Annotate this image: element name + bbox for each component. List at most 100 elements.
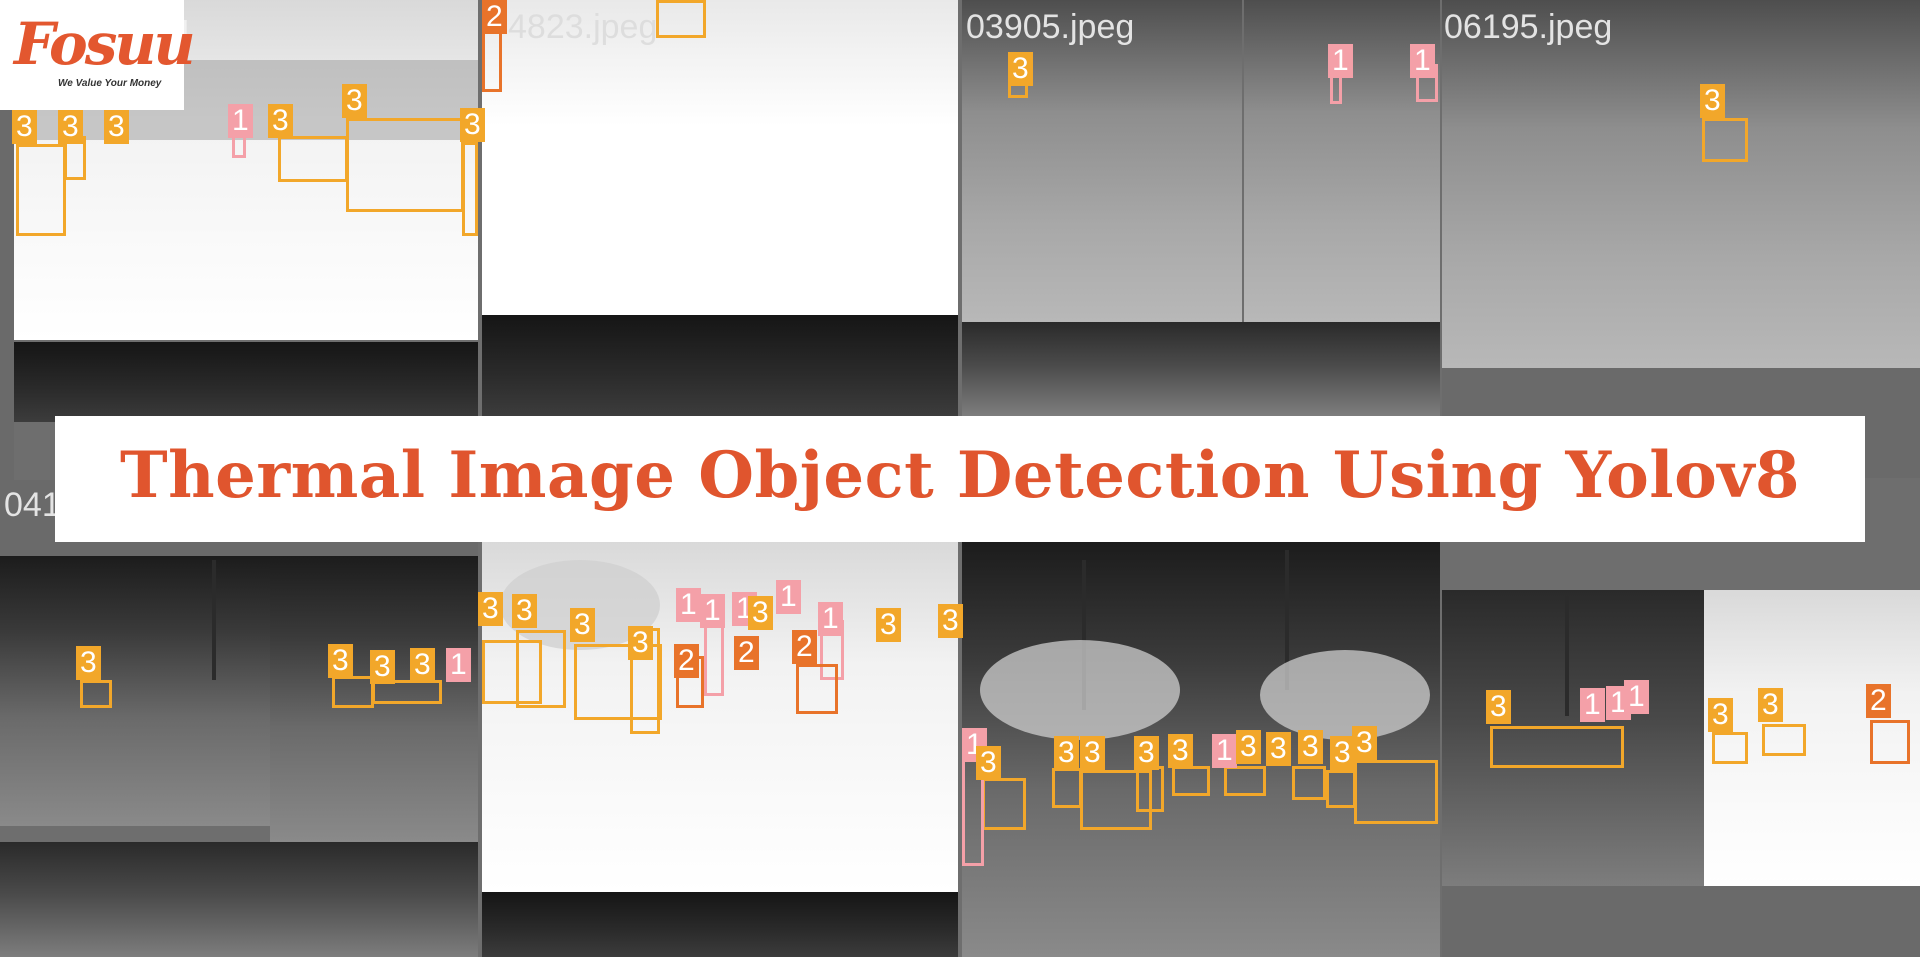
car-label: 3	[976, 746, 1001, 780]
thermal-tile-5b	[0, 842, 478, 957]
car-label: 3	[748, 596, 773, 630]
car-detection-box	[656, 0, 706, 38]
thermal-tile-4	[1442, 0, 1920, 368]
tree	[980, 640, 1180, 740]
bicycle-label: 2	[482, 0, 507, 34]
car-label: 3	[58, 110, 83, 144]
bicycle-label: 2	[1866, 684, 1891, 718]
car-detection-box	[482, 640, 542, 704]
car-detection-box	[1136, 766, 1164, 812]
car-label: 3	[1758, 688, 1783, 722]
car-detection-box	[1712, 732, 1748, 764]
thermal-tile-2	[482, 0, 958, 315]
car-label: 3	[512, 594, 537, 628]
bicycle-detection-box	[1870, 720, 1910, 764]
filename-label: 4823.jpeg	[508, 8, 658, 46]
title-banner: Thermal Image Object Detection Using Yol…	[55, 416, 1865, 542]
car-detection-box	[1080, 770, 1152, 830]
car-label: 3	[76, 646, 101, 680]
car-detection-box	[1172, 766, 1210, 796]
thermal-tile-3b	[962, 322, 1440, 416]
car-label: 3	[1134, 736, 1159, 770]
car-label: 3	[370, 650, 395, 684]
car-label: 3	[460, 108, 485, 142]
car-detection-box	[1490, 726, 1624, 768]
person-label: 1	[1212, 734, 1237, 768]
logo-tagline: We Value Your Money	[58, 78, 162, 89]
car-label: 3	[410, 648, 435, 682]
car-label: 3	[1486, 690, 1511, 724]
street-pole	[1082, 560, 1086, 710]
car-label: 3	[1352, 726, 1377, 760]
car-label: 3	[1236, 730, 1261, 764]
person-label: 1	[1410, 44, 1435, 78]
thermal-tile-5	[0, 556, 270, 826]
car-detection-box	[516, 630, 566, 708]
thermal-tile-2b	[482, 315, 958, 416]
thermal-tile-6b	[482, 892, 958, 957]
car-label: 3	[876, 608, 901, 642]
car-label: 3	[1708, 698, 1733, 732]
person-label: 1	[700, 594, 725, 628]
thermal-tile-1b	[14, 342, 478, 422]
car-label: 3	[328, 644, 353, 678]
car-detection-box	[1292, 766, 1326, 800]
car-label: 3	[1054, 736, 1079, 770]
thermal-tile-3	[962, 0, 1242, 322]
thermal-tile-strip	[0, 110, 14, 480]
car-label: 3	[1168, 734, 1193, 768]
car-label: 3	[268, 104, 293, 138]
car-label: 3	[12, 110, 37, 144]
person-label: 1	[776, 580, 801, 614]
car-detection-box	[1224, 766, 1266, 796]
car-detection-box	[1354, 760, 1438, 824]
street-pole	[212, 560, 216, 680]
car-detection-box	[346, 118, 464, 212]
person-label: 1	[446, 648, 471, 682]
car-label: 3	[478, 592, 503, 626]
car-label: 3	[1266, 732, 1291, 766]
filename-label: 03905.jpeg	[966, 8, 1135, 46]
car-label: 3	[1080, 736, 1105, 770]
car-detection-box	[1326, 770, 1356, 808]
person-label: 1	[1580, 688, 1605, 722]
thermal-tile-8	[1442, 590, 1704, 886]
car-detection-box	[1702, 118, 1748, 162]
car-detection-box	[1052, 768, 1082, 808]
person-label: 1	[818, 602, 843, 636]
car-detection-box	[16, 144, 66, 236]
person-label: 1	[1328, 44, 1353, 78]
car-detection-box	[574, 644, 662, 720]
car-detection-box	[372, 680, 442, 704]
car-label: 3	[570, 608, 595, 642]
car-detection-box	[332, 676, 374, 708]
street-pole	[1285, 550, 1289, 690]
street-pole	[1565, 596, 1569, 716]
car-label: 3	[1330, 736, 1355, 770]
person-label: 1	[228, 104, 253, 138]
person-label: 1	[1624, 680, 1649, 714]
car-label: 3	[1298, 730, 1323, 764]
car-label: 3	[342, 84, 367, 118]
car-detection-box	[80, 680, 112, 708]
thermal-tile-8b	[1442, 886, 1920, 957]
car-detection-box	[982, 778, 1026, 830]
bicycle-label: 2	[792, 630, 817, 664]
thermal-tile-8r	[1704, 590, 1920, 886]
car-label: 3	[938, 604, 963, 638]
car-label: 3	[104, 110, 129, 144]
car-detection-box	[1762, 724, 1806, 756]
filename-label: 041	[4, 486, 61, 524]
filename-label: 06195.jpeg	[1444, 8, 1613, 46]
person-detection-box	[704, 620, 724, 696]
brand-logo[interactable]: Fosuu We Value Your Money	[0, 0, 196, 110]
car-detection-box	[462, 142, 478, 236]
bicycle-detection-box	[796, 664, 838, 714]
bicycle-label: 2	[734, 636, 759, 670]
car-detection-box	[278, 136, 348, 182]
logo-mark: Fosuu	[14, 10, 196, 78]
car-label: 3	[628, 626, 653, 660]
tree	[1260, 650, 1430, 740]
person-label: 1	[676, 588, 701, 622]
page-title: Thermal Image Object Detection Using Yol…	[119, 438, 1801, 513]
